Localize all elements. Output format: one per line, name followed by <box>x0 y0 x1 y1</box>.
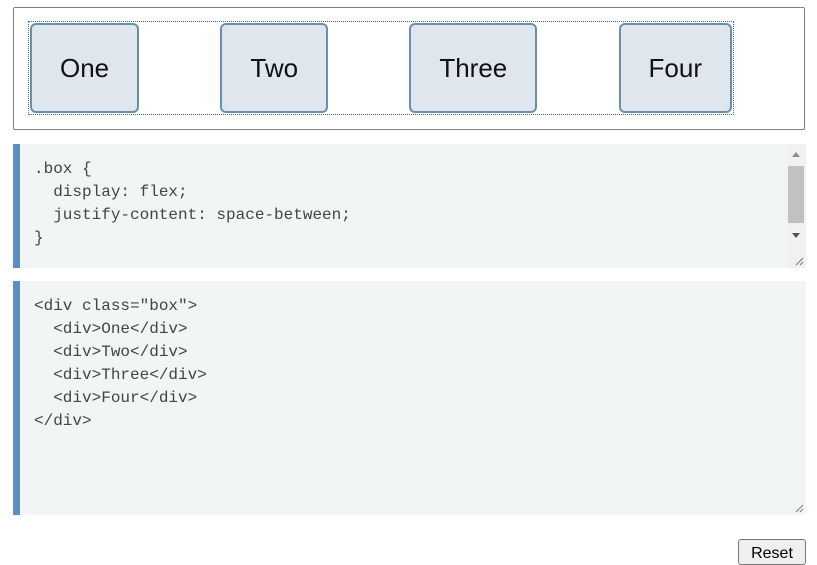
reset-button[interactable]: Reset <box>738 539 806 565</box>
css-code-line: display: flex; <box>34 183 188 201</box>
html-code-line: <div>Three</div> <box>34 366 207 384</box>
resize-grip-icon[interactable] <box>794 503 804 513</box>
html-code-line: <div>Two</div> <box>34 343 188 361</box>
html-code-line: <div>One</div> <box>34 320 188 338</box>
css-code-line: .box { <box>34 160 92 178</box>
flex-item-two: Two <box>220 23 329 113</box>
html-code-line: </div> <box>34 412 92 430</box>
scroll-down-arrow-icon[interactable] <box>792 233 800 238</box>
css-editor[interactable]: .box { display: flex; justify-content: s… <box>13 144 806 268</box>
css-code-line: justify-content: space-between; <box>34 206 351 224</box>
scroll-thumb[interactable] <box>788 166 804 223</box>
flex-item-one: One <box>30 23 140 113</box>
output-frame: One Two Three Four <box>13 7 805 130</box>
resize-grip-icon[interactable] <box>794 256 804 266</box>
html-editor[interactable]: <div class="box"> <div>One</div> <div>Tw… <box>13 281 806 515</box>
html-code-line: <div class="box"> <box>34 297 198 315</box>
css-editor-scrollbar[interactable] <box>786 144 806 268</box>
css-code-line: } <box>34 229 44 247</box>
html-code-line: <div>Four</div> <box>34 389 198 407</box>
flex-item-three: Three <box>409 23 538 113</box>
scroll-up-arrow-icon[interactable] <box>792 152 800 157</box>
flex-box-container: One Two Three Four <box>28 21 734 115</box>
flex-item-four: Four <box>618 23 732 113</box>
